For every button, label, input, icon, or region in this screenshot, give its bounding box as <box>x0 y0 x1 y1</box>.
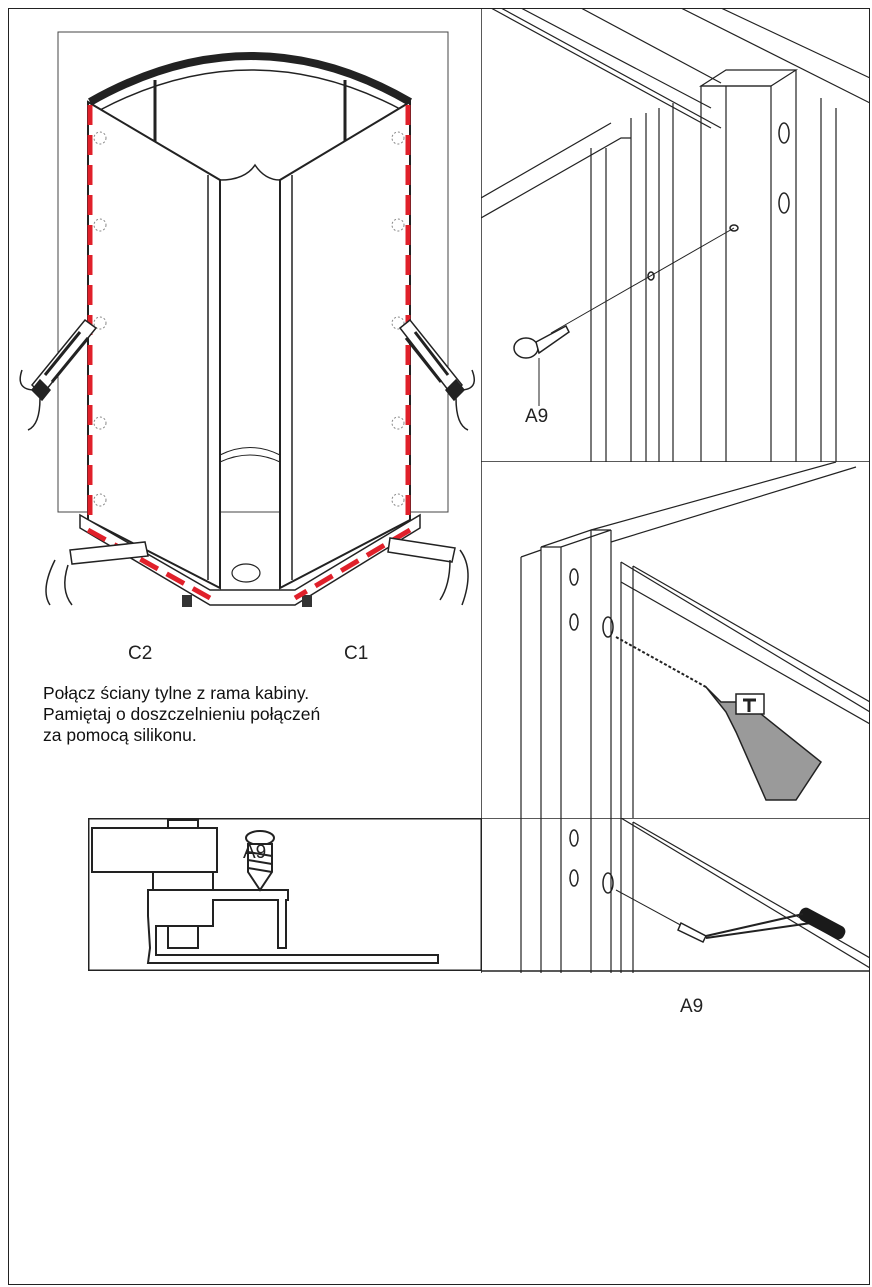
label-c2: C2 <box>128 643 153 664</box>
instruction-text: Połącz ściany tylne z rama kabiny. Pamię… <box>43 683 403 746</box>
instruction-line-2: Pamiętaj o doszczelnieniu połączeń <box>43 704 321 724</box>
screw-hole-panel <box>481 8 870 462</box>
label-a9-top: A9 <box>525 406 549 427</box>
instruction-line-3: za pomocą silikonu. <box>43 725 197 745</box>
enclosure-illustration <box>10 30 480 630</box>
label-c1: C1 <box>344 643 369 664</box>
label-a9-detail: A9 <box>243 842 267 863</box>
page-frame <box>8 8 870 1285</box>
label-a9-bottom: A9 <box>680 996 704 1017</box>
instruction-line-1: Połącz ściany tylne z rama kabiny. <box>43 683 310 703</box>
cross-section-profile <box>88 818 482 973</box>
drilling-panel <box>481 462 870 818</box>
screwdriver-panel <box>481 818 870 973</box>
